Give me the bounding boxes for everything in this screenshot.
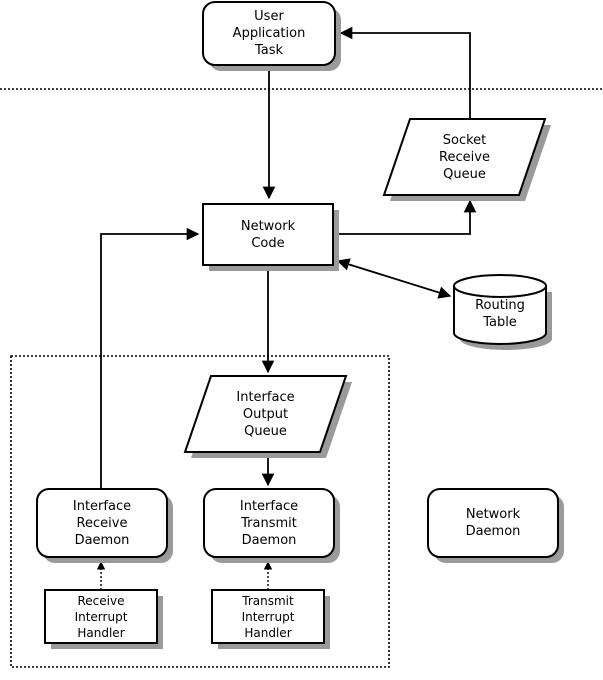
node-interface-output-queue[interactable] — [183, 375, 352, 458]
edge-receive-daemon-to-network-code — [100, 227, 200, 489]
node-network-daemon[interactable] — [427, 488, 564, 563]
edge-network-code-routing-table — [336, 258, 452, 299]
node-transmit-interrupt-handler[interactable] — [211, 589, 330, 649]
node-routing-table[interactable] — [453, 274, 552, 350]
node-interface-transmit-daemon[interactable] — [203, 488, 340, 563]
node-network-code[interactable] — [202, 203, 339, 271]
edge-network-code-to-socket-queue — [333, 199, 477, 235]
network-daemon-region-boundary — [10, 355, 390, 668]
node-socket-receive-queue[interactable] — [382, 118, 551, 201]
node-interface-receive-daemon[interactable] — [36, 488, 173, 563]
node-user-application-task[interactable] — [202, 1, 341, 71]
edge-socket-queue-to-user-app — [339, 26, 471, 119]
node-receive-interrupt-handler[interactable] — [44, 589, 163, 649]
